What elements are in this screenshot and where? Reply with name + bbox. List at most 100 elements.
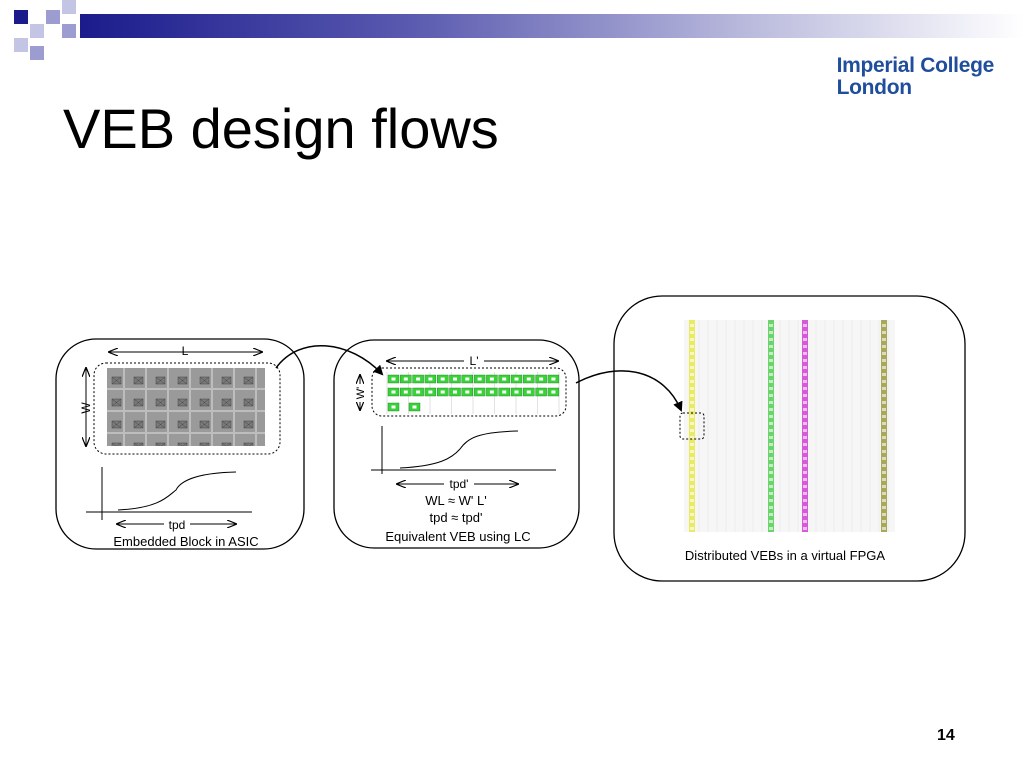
asic-panel: L W tpd Embedded Block in ASIC: [55, 338, 305, 550]
fpga-veb-column: [768, 320, 774, 532]
fpga-veb-cell: [690, 415, 694, 418]
fpga-veb-cell: [803, 387, 807, 390]
veb-dim-L-label: L': [470, 354, 479, 368]
fpga-veb-cell: [803, 359, 807, 362]
fpga-veb-columns: [689, 320, 889, 532]
decor-square: [30, 46, 44, 60]
fpga-caption: Distributed VEBs in a virtual FPGA: [685, 548, 885, 563]
logic-cell-core: [403, 390, 408, 394]
fpga-veb-cell: [690, 506, 694, 509]
fpga-veb-cell: [803, 499, 807, 502]
fpga-veb-cell: [882, 450, 886, 453]
decor-square: [46, 10, 60, 24]
veb-panel: L' W' tpd' WL ≈ W' L' tpd ≈ tpd' Equival…: [333, 339, 580, 549]
veb-delay-equation: tpd ≈ tpd': [430, 510, 483, 525]
asic-tpd-label: tpd: [169, 518, 186, 532]
slide-title: VEB design flows: [63, 97, 499, 160]
logic-cell-core: [440, 390, 445, 394]
fpga-veb-cell: [690, 331, 694, 334]
fpga-veb-cell: [690, 520, 694, 523]
fpga-veb-cell: [882, 492, 886, 495]
logic-cell-core: [539, 377, 544, 381]
fpga-veb-cell: [882, 401, 886, 404]
fpga-veb-cell: [690, 471, 694, 474]
fpga-veb-cell: [882, 422, 886, 425]
logic-cell-core: [440, 377, 445, 381]
fpga-veb-cell: [882, 345, 886, 348]
fpga-veb-cell: [803, 443, 807, 446]
fpga-panel: Distributed VEBs in a virtual FPGA: [613, 295, 966, 582]
fpga-veb-cell: [882, 513, 886, 516]
fpga-veb-cell: [803, 352, 807, 355]
fpga-veb-cell: [769, 415, 773, 418]
fpga-veb-cell: [690, 352, 694, 355]
logo-line2: London: [836, 76, 912, 99]
logic-cell-core: [412, 405, 417, 409]
asic-dim-W-label: W: [79, 402, 93, 414]
flow-arrow-asic-to-veb: [275, 345, 384, 376]
veb-dim-W-label: W': [355, 387, 367, 399]
logic-cell-core: [489, 377, 494, 381]
fpga-veb-cell: [803, 408, 807, 411]
fpga-veb-cell: [690, 345, 694, 348]
fpga-veb-cell: [690, 464, 694, 467]
fpga-veb-cell: [769, 373, 773, 376]
logic-cell-core: [539, 390, 544, 394]
fpga-veb-cell: [882, 443, 886, 446]
fpga-veb-cell: [769, 408, 773, 411]
fpga-veb-cell: [803, 366, 807, 369]
fpga-veb-cell: [769, 394, 773, 397]
fpga-veb-cell: [882, 429, 886, 432]
fpga-veb-cell: [769, 506, 773, 509]
fpga-veb-cell: [690, 492, 694, 495]
fpga-veb-cell: [882, 408, 886, 411]
page-number: 14: [937, 727, 955, 744]
fpga-veb-cell: [769, 492, 773, 495]
fpga-veb-cell: [803, 436, 807, 439]
fpga-veb-cell: [882, 324, 886, 327]
fpga-veb-cell: [803, 464, 807, 467]
fpga-veb-cell: [690, 324, 694, 327]
logic-cell-core: [477, 390, 482, 394]
fpga-veb-cell: [769, 499, 773, 502]
fpga-veb-cell: [803, 506, 807, 509]
fpga-veb-cell: [882, 331, 886, 334]
flow-arrow-veb-to-fpga: [575, 370, 683, 412]
logic-cell-core: [502, 390, 507, 394]
asic-delay-curve: [117, 471, 237, 511]
logic-cell-core: [526, 390, 531, 394]
fpga-veb-cell: [769, 527, 773, 530]
fpga-veb-cell: [803, 331, 807, 334]
fpga-veb-cell: [882, 338, 886, 341]
fpga-veb-cell: [690, 499, 694, 502]
fpga-veb-cell: [803, 450, 807, 453]
fpga-veb-column: [802, 320, 808, 532]
logic-cell-core: [403, 377, 408, 381]
fpga-veb-cell: [690, 457, 694, 460]
fpga-veb-cell: [769, 422, 773, 425]
fpga-veb-cell: [803, 345, 807, 348]
logic-cell-core: [453, 377, 457, 381]
fpga-veb-cell: [882, 387, 886, 390]
fpga-veb-cell: [803, 513, 807, 516]
fpga-veb-cell: [690, 380, 694, 383]
fpga-fabric-area: [684, 320, 895, 532]
imperial-college-logo: Imperial College London: [836, 55, 995, 99]
fpga-veb-cell: [803, 401, 807, 404]
fpga-veb-cell: [690, 387, 694, 390]
fpga-veb-cell: [803, 457, 807, 460]
logic-cell-core: [514, 390, 519, 394]
fpga-veb-cell: [882, 464, 886, 467]
fpga-veb-cell: [803, 394, 807, 397]
logic-cell-core: [514, 377, 519, 381]
fpga-veb-cell: [690, 436, 694, 439]
fpga-veb-cell: [690, 359, 694, 362]
fpga-veb-cell: [690, 478, 694, 481]
asic-panel-border: [55, 338, 305, 550]
fpga-veb-cell: [769, 464, 773, 467]
fpga-veb-column: [689, 320, 695, 532]
fpga-veb-cell: [803, 422, 807, 425]
logic-cell-core: [551, 377, 556, 381]
logic-cell-core: [391, 377, 396, 381]
